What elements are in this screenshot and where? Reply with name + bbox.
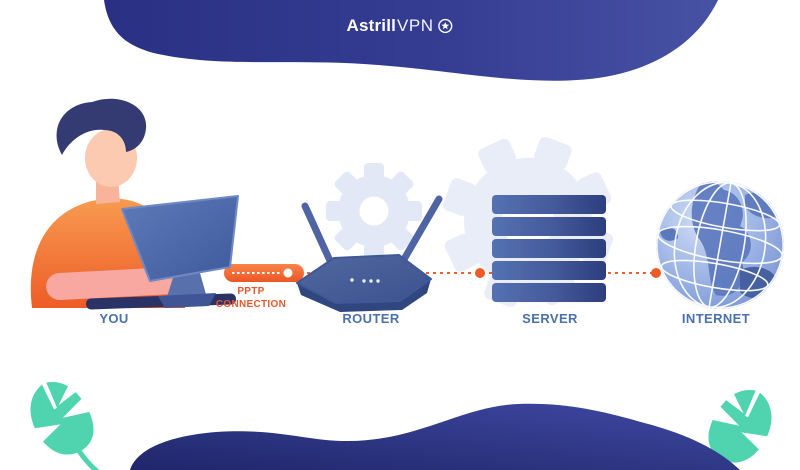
- brand-name-primary: Astrill: [346, 16, 397, 35]
- pptp-pill: [224, 264, 304, 282]
- top-banner-blob: [104, 0, 718, 81]
- brand-name-secondary: VPN: [397, 16, 434, 35]
- monitor-base: [158, 293, 216, 308]
- internet-globe-icon: [656, 181, 784, 309]
- router-body-bottom: [297, 279, 431, 312]
- computer-figure: [86, 195, 239, 310]
- monitor-screen: [121, 195, 239, 282]
- node-label-you: YOU: [99, 311, 129, 326]
- pptp-connection-caption: PPTP CONNECTION: [216, 285, 286, 311]
- router-gear-icon: [326, 163, 422, 259]
- pptp-line2: CONNECTION: [215, 299, 287, 310]
- router-figure: [296, 195, 443, 312]
- connector-dot-server: [475, 268, 485, 278]
- pptp-line1: PPTP: [237, 286, 265, 297]
- person-hair: [56, 98, 147, 155]
- router-antenna-left: [301, 202, 335, 267]
- node-label-router: ROUTER: [342, 311, 400, 326]
- bottom-wave-blob: [130, 403, 740, 470]
- leaf-right-icon: [689, 388, 772, 470]
- router-leds: [350, 278, 380, 283]
- star-circle-icon: [438, 18, 454, 34]
- person-head: [85, 129, 137, 187]
- node-label-internet: INTERNET: [681, 311, 751, 326]
- node-label-server: SERVER: [522, 311, 578, 326]
- router-antenna-right: [399, 195, 443, 265]
- server-figure: [492, 195, 606, 302]
- connector-dot-internet: [651, 268, 661, 278]
- router-body-top: [296, 254, 432, 304]
- leaf-left-icon: [30, 380, 113, 470]
